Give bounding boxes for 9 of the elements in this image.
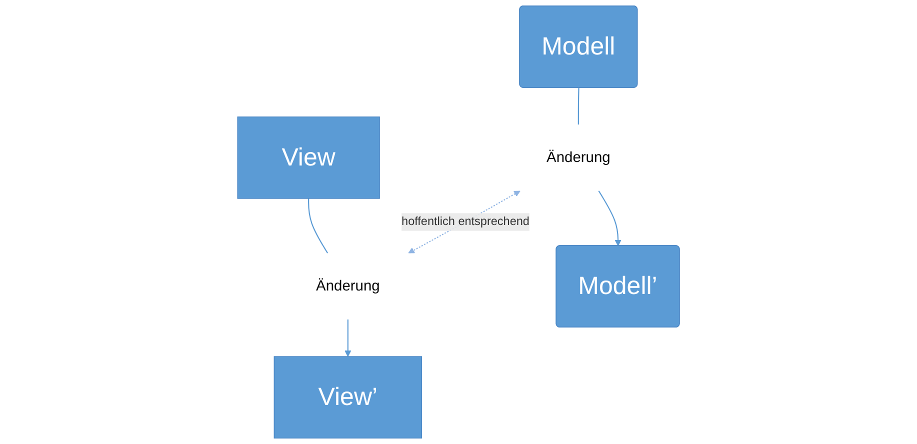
connector (578, 88, 580, 125)
node-box: View’ (274, 356, 422, 438)
node-text: Änderung (546, 150, 610, 166)
node-box: View (237, 116, 380, 199)
arrow (344, 319, 352, 357)
connector (308, 198, 328, 254)
node-text: Änderung (316, 278, 380, 294)
edge-label: hoffentlich entsprechend (402, 215, 530, 228)
arrow (598, 190, 622, 246)
